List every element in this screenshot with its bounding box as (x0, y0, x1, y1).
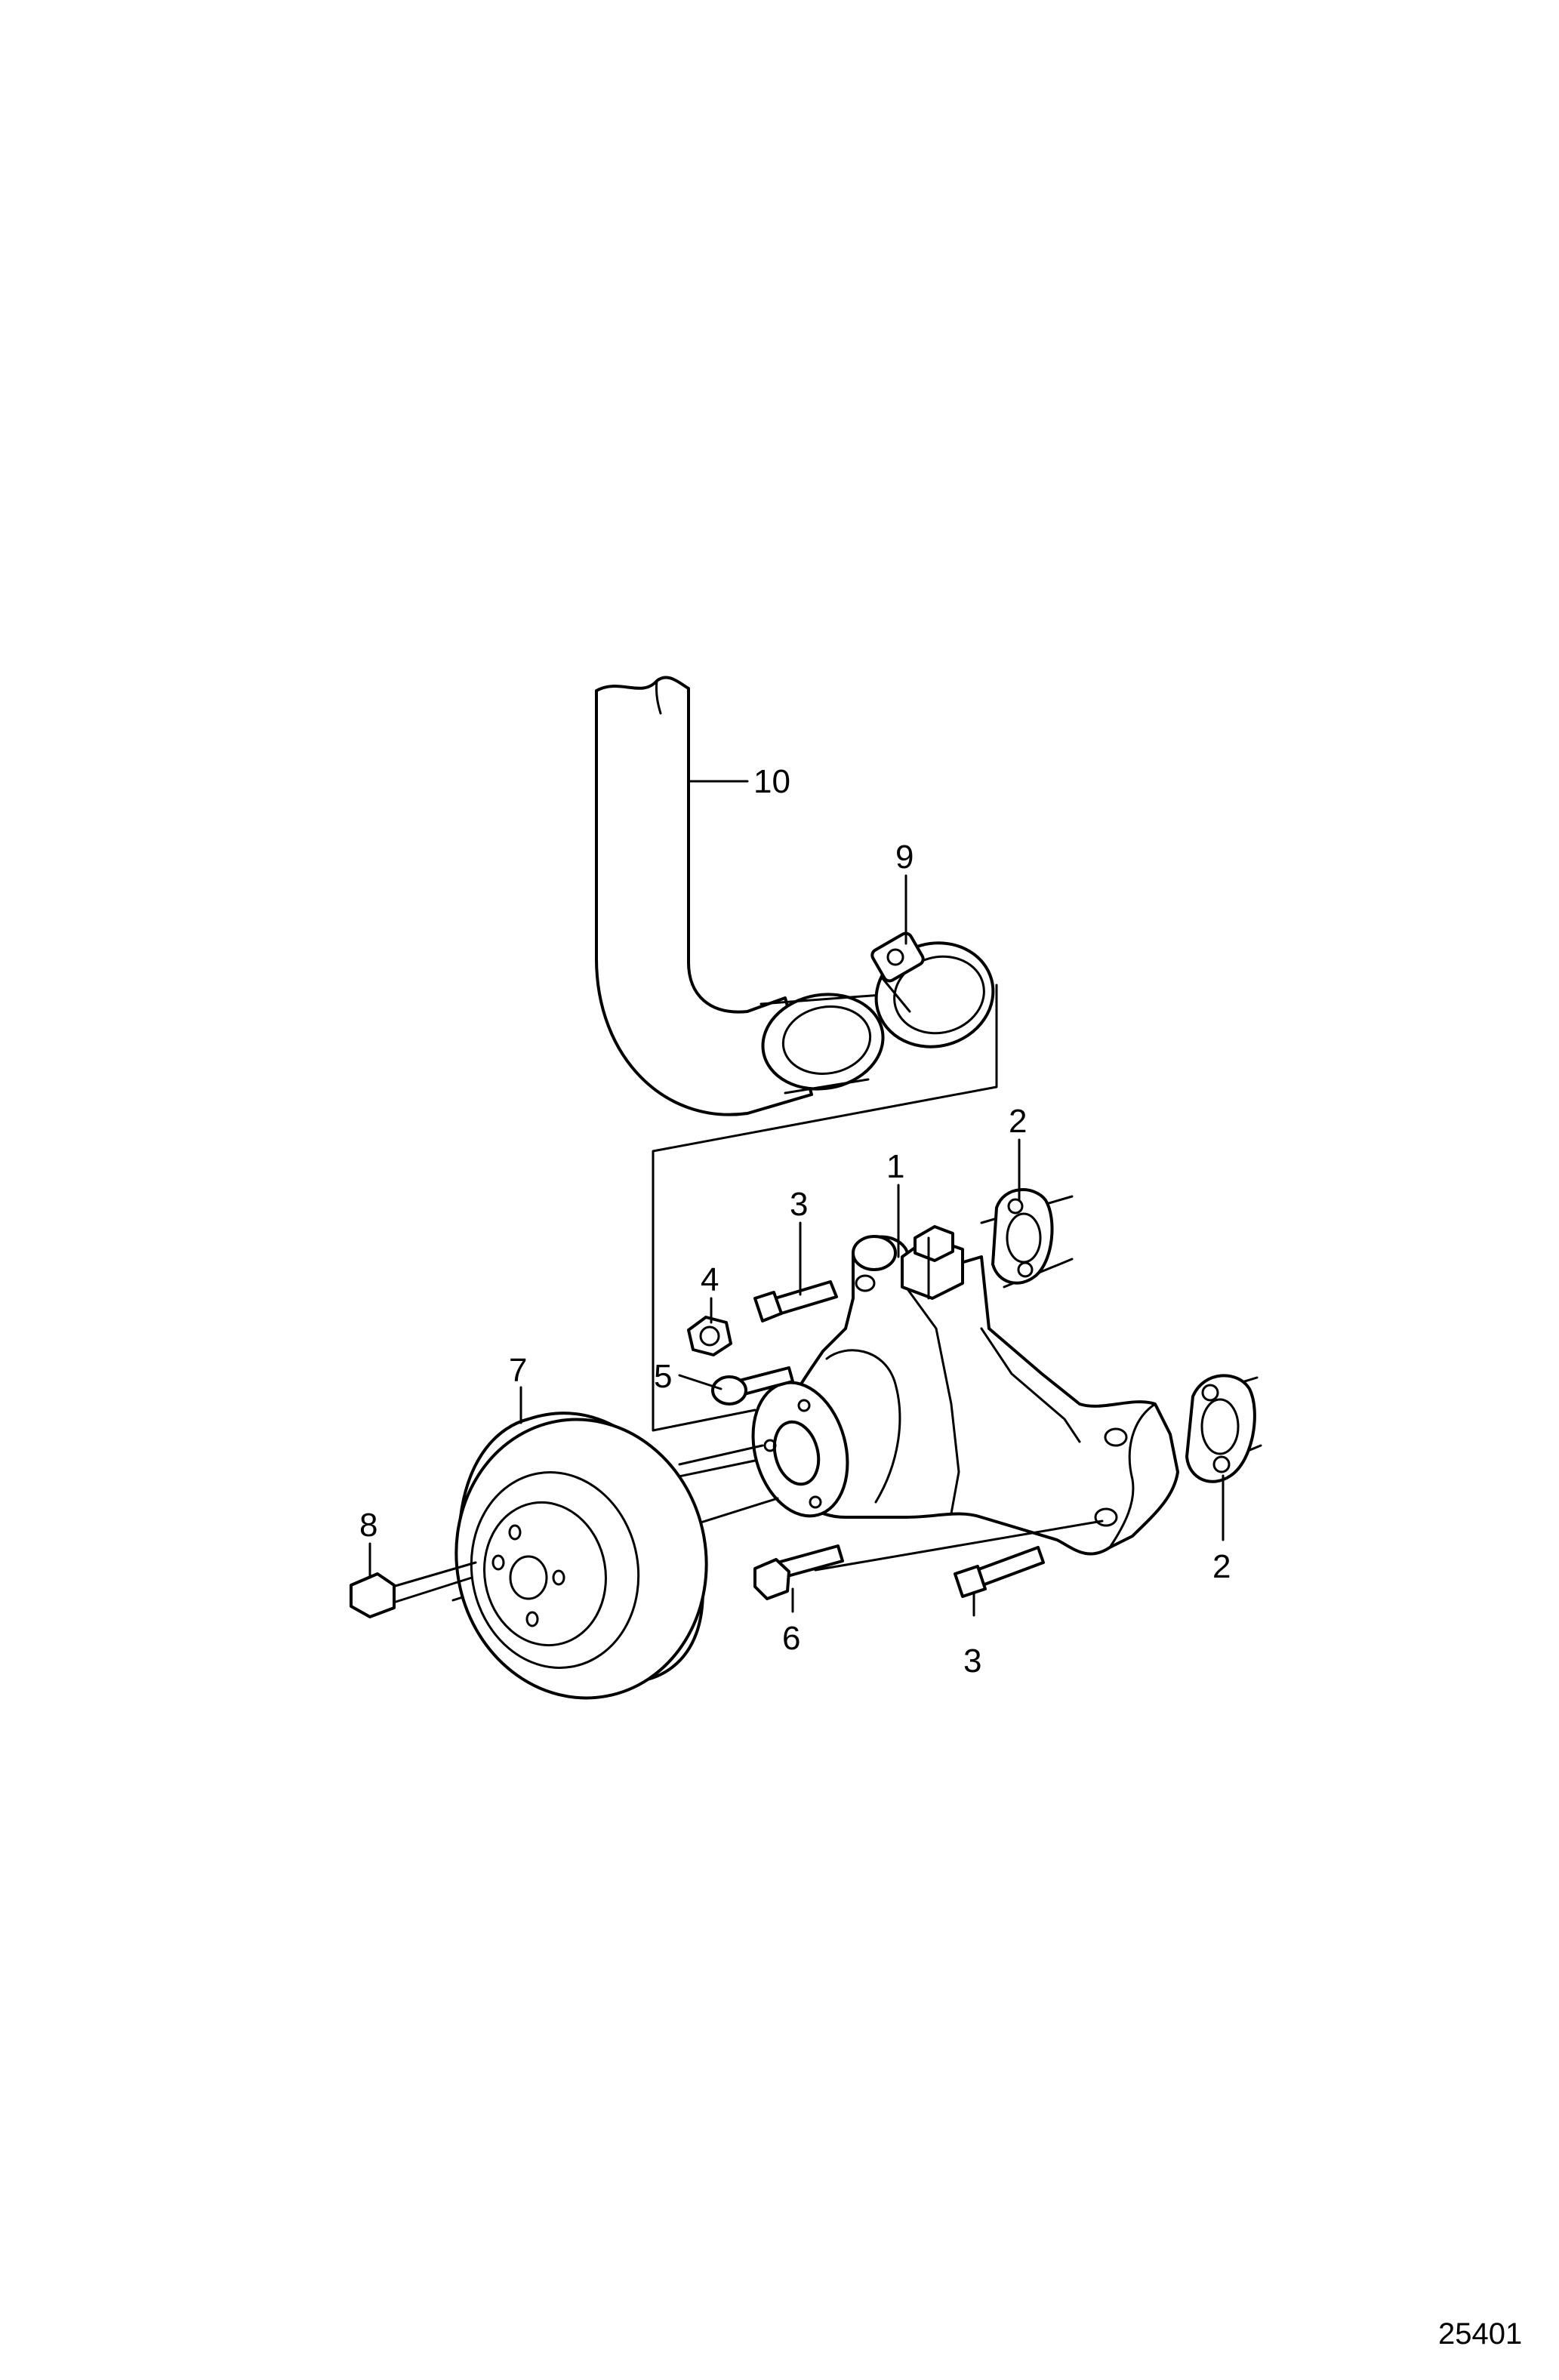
bolt-part-6 (753, 1544, 844, 1600)
callout-4: 4 (701, 1261, 719, 1298)
bolt-part-8 (350, 1561, 477, 1618)
hose-part-10 (595, 676, 885, 1116)
callout-10: 10 (753, 763, 790, 800)
bolt-part-5 (711, 1366, 794, 1406)
callout-labels: 10 9 1 2 3 4 5 7 8 6 3 2 (359, 763, 1231, 1680)
alignment-line-upper (678, 1444, 764, 1466)
pulley-part-7 (454, 1412, 708, 1700)
stud-part-3-upper (753, 1280, 838, 1322)
callout-5: 5 (654, 1358, 672, 1395)
hose-clamp-part-9 (870, 931, 995, 1048)
assembly-bracket-line (652, 984, 998, 1432)
gasket-part-2-lower (1185, 1374, 1262, 1483)
callout-2-upper: 2 (1009, 1103, 1027, 1140)
alignment-line-pump-lower (814, 1519, 1104, 1572)
callout-6: 6 (782, 1620, 800, 1657)
callout-8: 8 (359, 1507, 377, 1544)
callout-9: 9 (895, 839, 914, 876)
nut-part-4 (687, 1316, 732, 1356)
callout-3-lower: 3 (963, 1643, 981, 1680)
callout-1: 1 (886, 1148, 904, 1185)
water-pump-part-1 (751, 1225, 1179, 1556)
callout-3-upper: 3 (790, 1186, 808, 1223)
gasket-part-2-upper (980, 1188, 1074, 1289)
figure-number: 25401 (1438, 2317, 1522, 2351)
callout-7: 7 (509, 1352, 527, 1389)
stud-part-3-lower (954, 1546, 1045, 1598)
callout-2-lower: 2 (1212, 1548, 1231, 1585)
leader-lines (368, 780, 1225, 1617)
